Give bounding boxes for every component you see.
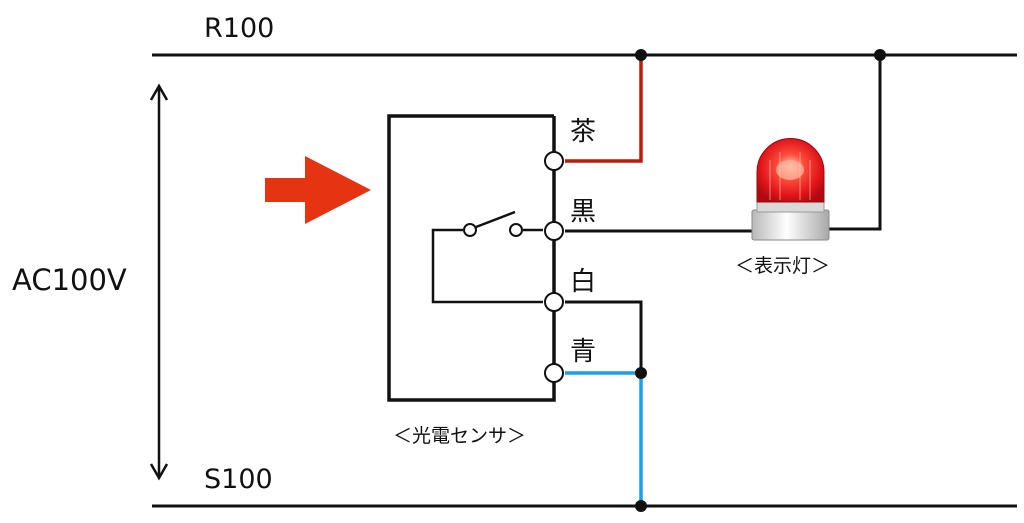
terminal-blue xyxy=(544,363,564,383)
wire-label-black: 黒 xyxy=(570,197,596,227)
wire-label-brown: 茶 xyxy=(570,117,596,147)
brown-wire xyxy=(565,55,643,163)
junction-white-blue xyxy=(635,367,647,379)
terminal-brown xyxy=(544,151,564,171)
junction-top-lamp xyxy=(874,49,886,61)
internal-switch xyxy=(431,210,543,304)
junction-bottom-blue xyxy=(635,500,647,512)
voltage-double-arrow xyxy=(149,83,169,481)
lamp-caption: ＜表示灯＞ xyxy=(735,255,830,277)
terminal-black xyxy=(544,221,564,241)
wire-label-blue: 青 xyxy=(570,337,596,367)
right-arrow-icon xyxy=(265,156,371,224)
sensor-box xyxy=(387,114,556,402)
switch-contact-left xyxy=(463,223,477,237)
junction-top-brown xyxy=(635,49,647,61)
wire-label-white: 白 xyxy=(570,267,596,297)
lamp-return-wire xyxy=(829,55,882,231)
switch-contact-right xyxy=(509,223,523,237)
bottom-rail-label: S100 xyxy=(204,464,273,495)
sensor-caption: ＜光電センサ＞ xyxy=(393,425,526,447)
signal-lamp-icon xyxy=(751,138,830,241)
terminal-white xyxy=(544,292,564,312)
top-rail-label: R100 xyxy=(204,13,274,44)
white-wire xyxy=(565,300,643,373)
voltage-label: AC100V xyxy=(12,263,127,297)
